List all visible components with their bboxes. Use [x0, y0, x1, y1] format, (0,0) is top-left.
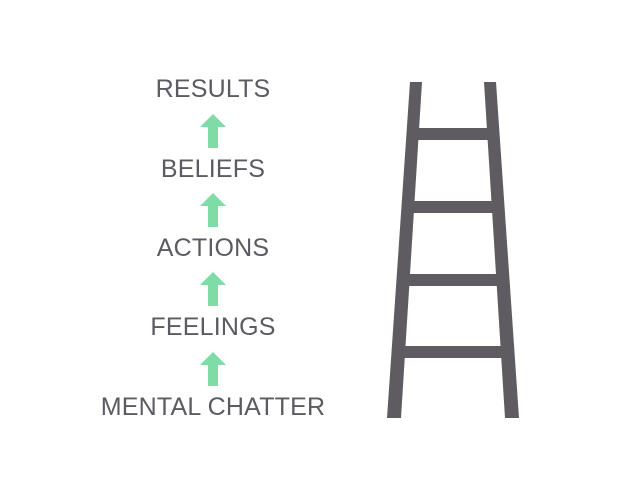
arrow-shape — [200, 193, 226, 227]
ladder-left-rail — [387, 82, 422, 418]
ladder-rung — [410, 201, 500, 213]
up-arrow-icon — [200, 193, 226, 227]
step-label-actions: ACTIONS — [156, 234, 270, 262]
step-label-beliefs: BELIEFS — [160, 155, 266, 183]
arrow-shape — [200, 272, 226, 306]
ladder-right-rail — [484, 82, 519, 418]
ladder-rung — [400, 346, 510, 358]
ladder-rung — [405, 274, 505, 286]
ladder-icon — [387, 82, 519, 418]
step-label-results: RESULTS — [155, 75, 271, 103]
step-label-feelings: FEELINGS — [150, 313, 276, 341]
arrow-shape — [200, 114, 226, 148]
step-label-mental-chatter: MENTAL CHATTER — [100, 393, 326, 421]
up-arrow-icon — [200, 272, 226, 306]
up-arrow-icon — [200, 352, 226, 386]
up-arrow-icon — [200, 114, 226, 148]
ladder-rung — [414, 128, 492, 140]
arrow-shape — [200, 352, 226, 386]
